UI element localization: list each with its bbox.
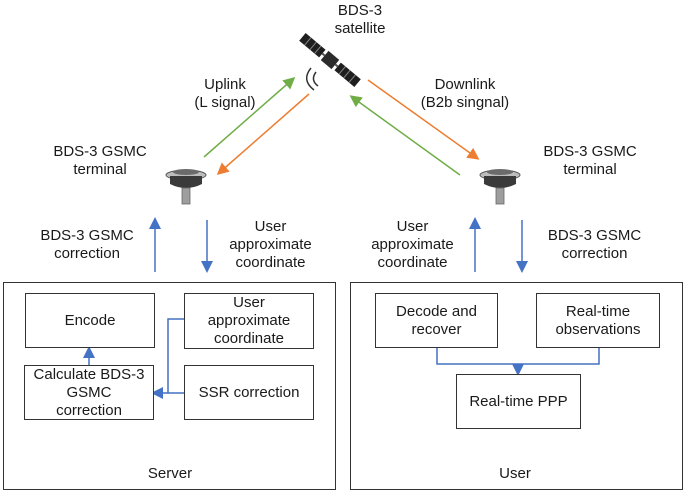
encode-box: Encode	[25, 293, 155, 348]
uplink-arrow-green	[203, 77, 296, 158]
left-correction-label: BDS-3 GSMC correction	[40, 227, 134, 262]
downlink-arrow-orange-left	[216, 93, 310, 175]
ssr-correction-box: SSR correction	[184, 365, 314, 420]
user-title: User	[499, 465, 531, 482]
right-terminal-icon	[479, 169, 521, 205]
left-coordinate-label: User approximate coordinate	[229, 218, 312, 271]
left-terminal-label: BDS-3 GSMC terminal	[53, 143, 147, 178]
calculate-correction-box: Calculate BDS-3 GSMC correction	[24, 365, 154, 420]
realtime-ppp-box: Real-time PPP	[456, 374, 581, 429]
coord-to-calc-connector	[167, 318, 184, 393]
user-panel	[350, 282, 683, 490]
uplink-label: Uplink (L signal)	[194, 76, 256, 111]
signal-waves-icon	[305, 67, 319, 91]
server-panel	[3, 282, 336, 490]
right-coordinate-label: User approximate coordinate	[371, 218, 454, 271]
right-terminal-label: BDS-3 GSMC terminal	[543, 143, 637, 178]
user-coordinate-box: User approximate coordinate	[184, 293, 314, 349]
uplink-arrow-green-right	[349, 95, 461, 176]
downlink-arrow-orange-right	[367, 79, 480, 160]
satellite-label: BDS-3 satellite	[334, 2, 386, 37]
downlink-label: Downlink (B2b singnal)	[420, 76, 510, 111]
right-correction-label: BDS-3 GSMC correction	[547, 227, 642, 262]
server-title: Server	[147, 465, 193, 482]
satellite-icon	[299, 33, 361, 87]
realtime-observations-box: Real-time observations	[536, 293, 660, 348]
left-terminal-icon	[165, 169, 207, 205]
decode-recover-box: Decode and recover	[375, 293, 498, 348]
